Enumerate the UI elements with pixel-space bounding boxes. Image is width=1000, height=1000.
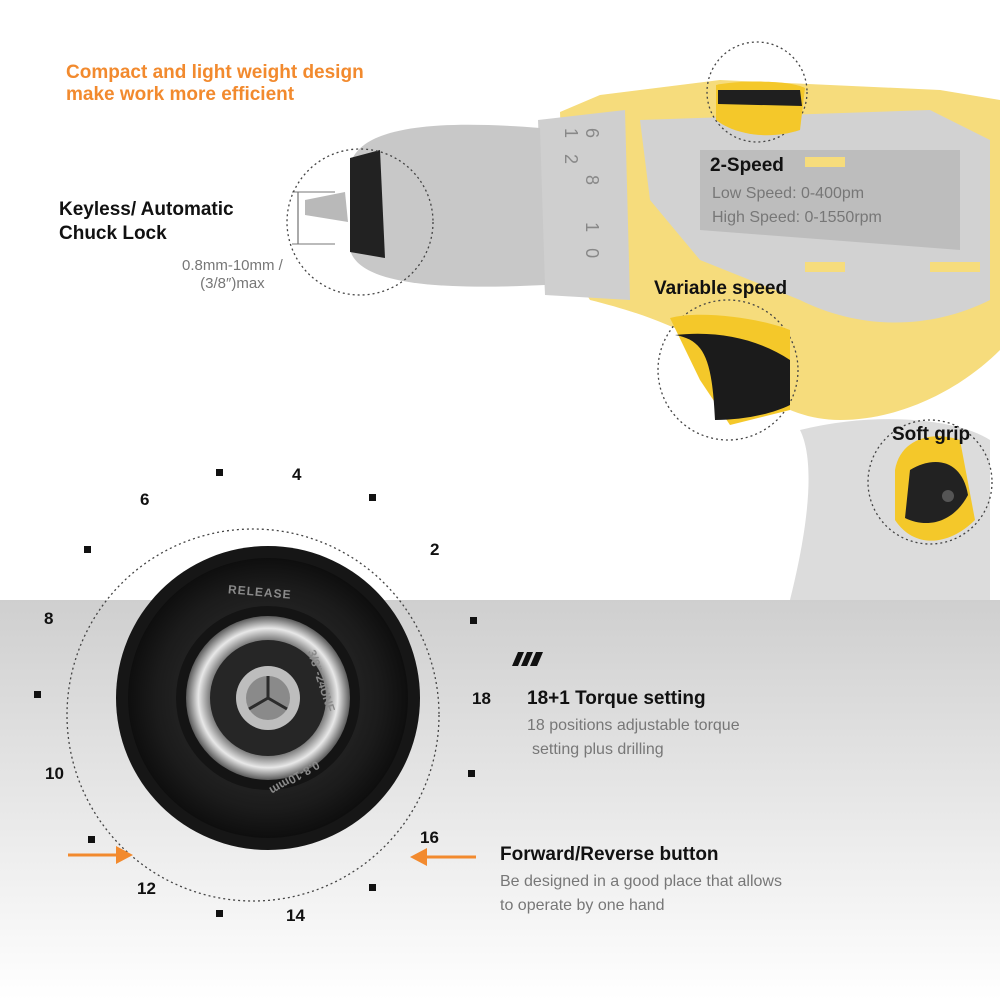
dial-number-4: 4 — [292, 465, 302, 484]
torque-glyph — [512, 652, 543, 666]
dial-tick — [369, 494, 376, 501]
dial-number-16: 16 — [420, 828, 439, 847]
speed-desc: Low Speed: 0-400pm High Speed: 0-1550rpm — [712, 182, 882, 230]
drill-markings: 6 8 10 12 — [560, 128, 602, 328]
dial-tick — [470, 617, 477, 624]
dial-number-12: 12 — [137, 879, 156, 898]
callout-circles — [66, 41, 993, 902]
dial-tick — [216, 910, 223, 917]
dial-tick — [84, 546, 91, 553]
dial-number-14: 14 — [286, 906, 305, 925]
torque-desc-line1: 18 positions adjustable torque — [527, 717, 740, 734]
dial-number-8: 8 — [44, 609, 54, 628]
speed-high: High Speed: 0-1550rpm — [712, 209, 882, 226]
dial-number-2: 2 — [430, 540, 440, 559]
chuck-title-line2: Chuck Lock — [59, 223, 167, 244]
chuck-front-view — [116, 546, 420, 850]
chuck-title: Keyless/ Automatic Chuck Lock — [59, 198, 234, 246]
chuck-spec-line1: 0.8mm-10mm / — [182, 257, 283, 274]
speed-low: Low Speed: 0-400pm — [712, 185, 865, 202]
speed-switch-detail — [716, 81, 805, 136]
marking-6: 6 — [582, 128, 602, 155]
chuck-tip — [292, 150, 385, 258]
dial-tick — [468, 770, 475, 777]
dial-tick — [216, 469, 223, 476]
dial-tick — [88, 836, 95, 843]
torque-desc-line2: setting plus drilling — [532, 741, 664, 758]
marking-10: 10 — [582, 222, 602, 275]
chuck-spec: 0.8mm-10mm / (3/8″)max — [182, 257, 283, 293]
right-arrow — [410, 848, 476, 866]
variable-speed-title: Variable speed — [654, 278, 788, 299]
soft-grip-title: Soft grip — [892, 424, 971, 445]
reverse-desc: Be designed in a good place that allows … — [500, 870, 782, 918]
dial-tick — [369, 884, 376, 891]
headline-line2: make work more efficient — [66, 84, 295, 105]
trigger-detail — [670, 314, 790, 425]
dial-number-6: 6 — [140, 490, 150, 509]
drill-body — [350, 80, 1000, 600]
left-arrow — [68, 846, 133, 864]
reverse-title: Forward/Reverse button — [500, 844, 719, 865]
marking-8: 8 — [582, 175, 602, 202]
reverse-desc-line1: Be designed in a good place that allows — [500, 873, 782, 890]
headline-line1: Compact and light weight design — [66, 62, 364, 83]
dial-number-18: 18 — [472, 689, 491, 708]
torque-title: 18+1 Torque setting — [527, 688, 706, 709]
headline: Compact and light weight design make wor… — [66, 62, 364, 106]
chuck-title-line1: Keyless/ Automatic — [59, 199, 234, 220]
marking-12: 12 — [561, 128, 581, 181]
chuck-spec-line2: (3/8″)max — [200, 275, 265, 292]
reverse-desc-line2: to operate by one hand — [500, 897, 665, 914]
dial-tick — [34, 691, 41, 698]
soft-grip-detail — [895, 436, 975, 541]
dial-number-10: 10 — [45, 764, 64, 783]
torque-desc: 18 positions adjustable torque setting p… — [527, 714, 740, 762]
speed-title: 2-Speed — [710, 155, 784, 176]
